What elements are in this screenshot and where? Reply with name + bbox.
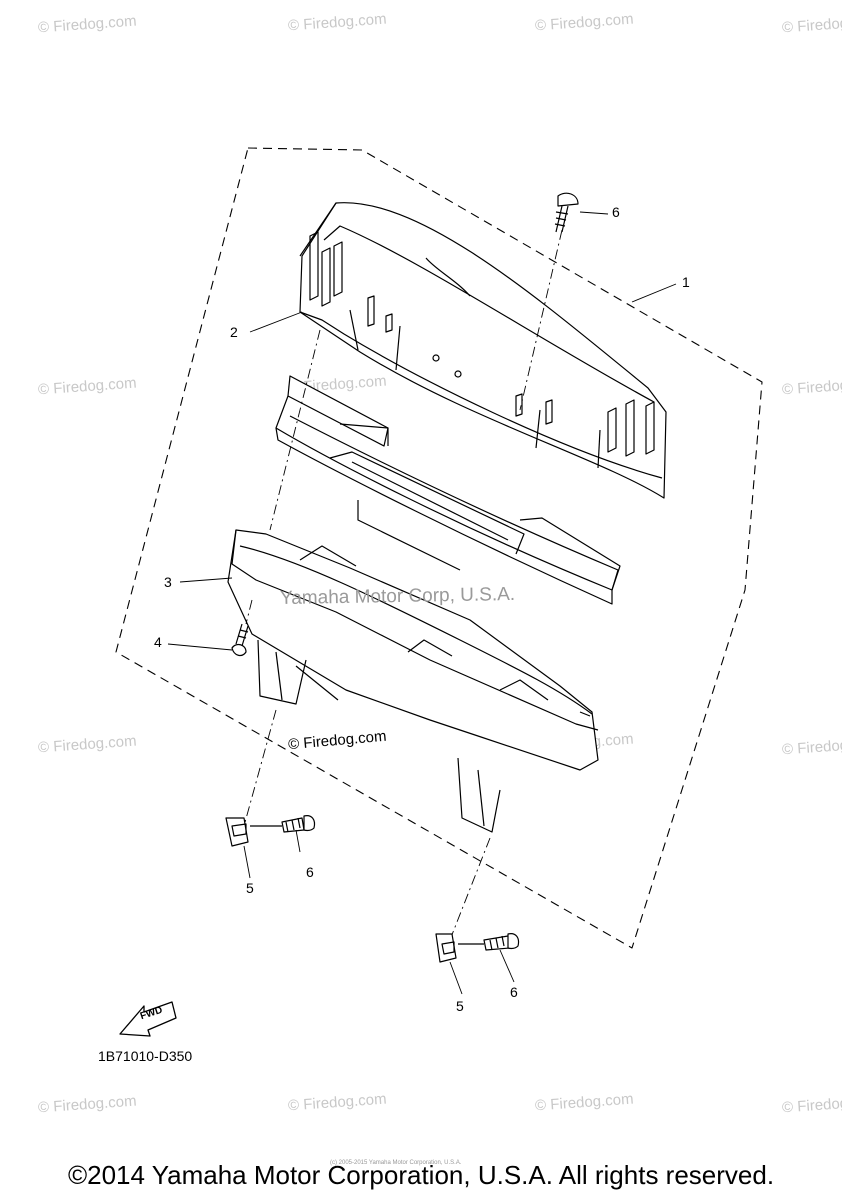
part-1-lens: [275, 375, 621, 605]
part-4-screw: [231, 623, 249, 657]
part-6-screw-right: [458, 933, 520, 951]
part-5-clip-right: [435, 933, 457, 963]
callout-1: 1: [682, 274, 690, 290]
diagram-code: 1B71010-D350: [98, 1048, 193, 1064]
assembly-boundary: [115, 147, 763, 949]
callout-5: 5: [246, 880, 254, 896]
fwd-arrow-icon: [119, 1001, 177, 1037]
callout-4: 4: [154, 634, 162, 650]
part-5-clip-left: [225, 817, 249, 847]
part-2-cover: [299, 202, 667, 499]
callout-2: 2: [230, 324, 238, 340]
tiny-notice: (c) 2005-2015 Yamaha Motor Corporation, …: [330, 1160, 462, 1166]
callout-6: 6: [612, 204, 620, 220]
part-3-case: [227, 529, 599, 833]
callout-6: 6: [306, 864, 314, 880]
callout-5: 5: [456, 998, 464, 1014]
callout-3: 3: [164, 574, 172, 590]
watermark-yamaha: Yamaha Motor Corp, U.S.A.: [279, 583, 516, 610]
part-6-screw-left: [250, 815, 316, 833]
part-6-screw-top: [554, 192, 579, 233]
copyright-notice: ©2014 Yamaha Motor Corporation, U.S.A. A…: [67, 1160, 775, 1190]
callout-6: 6: [510, 984, 518, 1000]
